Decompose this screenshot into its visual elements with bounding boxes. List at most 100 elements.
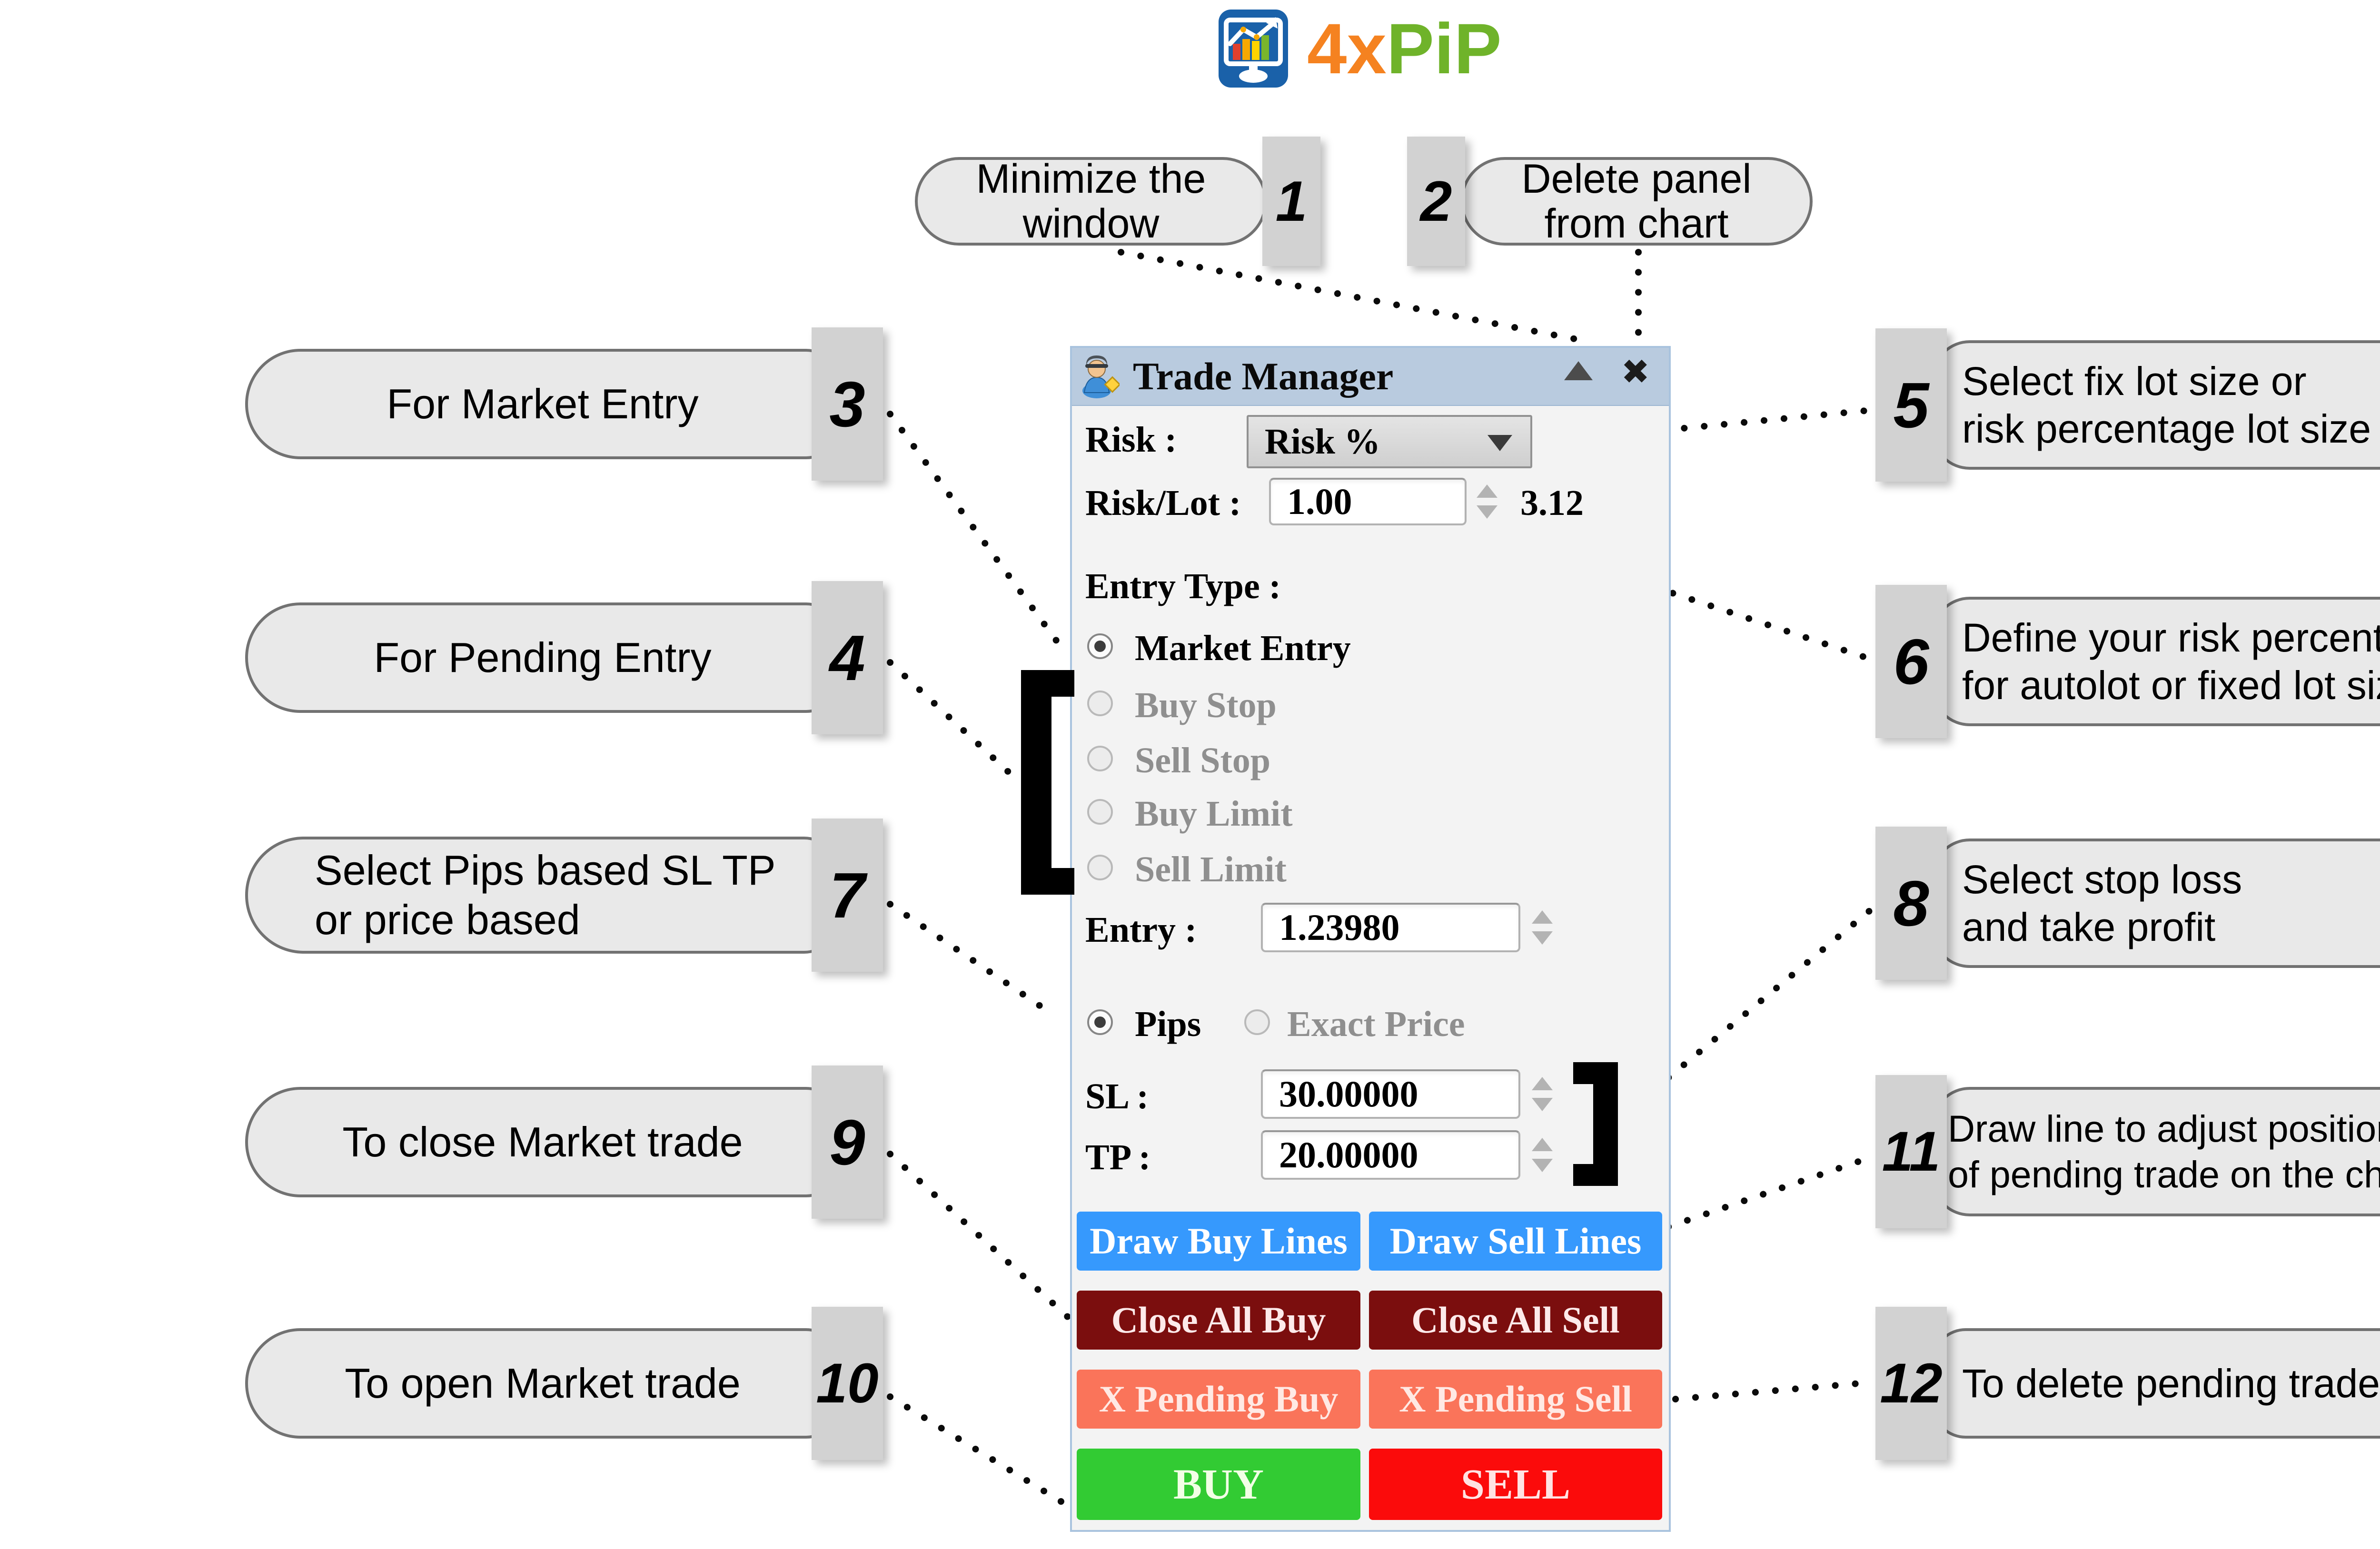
risk-mode-value: Risk %: [1265, 421, 1380, 462]
risk-lot-computed: 3.12: [1520, 483, 1584, 523]
callout-text: Delete panel: [1521, 156, 1752, 202]
radio-buy-stop[interactable]: [1087, 691, 1113, 716]
callout-text: or price based: [315, 896, 580, 943]
radio-market-entry[interactable]: [1087, 633, 1113, 659]
callout-delete-pending-pill: To delete pending trade: [1932, 1328, 2380, 1439]
callout-text: Draw line to adjust positions: [1948, 1107, 2380, 1150]
callout-number-3: 3: [812, 327, 883, 481]
trader-avatar-icon: [1082, 355, 1120, 398]
panel-title: Trade Manager: [1133, 355, 1394, 398]
connector-line-3: [887, 411, 1064, 650]
entry-stepper[interactable]: [1531, 904, 1554, 951]
callout-number-11: 11: [1875, 1075, 1947, 1228]
callout-number-7: 7: [812, 819, 883, 972]
chevron-down-icon: [1488, 435, 1512, 451]
entry-type-label: Entry Type :: [1085, 566, 1281, 606]
callout-text: from chart: [1544, 201, 1729, 247]
connector-line-4: [887, 659, 1022, 785]
close-all-sell-button[interactable]: Close All Sell: [1369, 1291, 1662, 1350]
radio-buy-limit[interactable]: [1087, 799, 1113, 825]
minimize-icon[interactable]: [1564, 361, 1593, 380]
callout-text: To delete pending trade: [1962, 1361, 2380, 1406]
close-all-buy-button[interactable]: Close All Buy: [1077, 1291, 1360, 1350]
risk-mode-dropdown[interactable]: Risk %: [1247, 415, 1532, 468]
radio-sell-limit-label: Sell Limit: [1135, 849, 1287, 889]
callout-delete-pill: Delete panel from chart: [1460, 157, 1813, 246]
tp-label: TP :: [1085, 1137, 1151, 1177]
sl-stepper[interactable]: [1531, 1070, 1554, 1118]
x-pending-sell-button[interactable]: X Pending Sell: [1369, 1370, 1662, 1429]
risk-lot-input[interactable]: [1269, 478, 1467, 525]
callout-text: and take profit: [1962, 905, 2216, 949]
callout-minimize-pill: Minimize the window: [915, 157, 1267, 246]
connector-line-7: [887, 901, 1056, 1018]
connector-line-11: [1665, 1154, 1874, 1230]
callout-text: Define your risk percentage: [1962, 615, 2380, 660]
panel-titlebar[interactable]: Trade Manager ✖: [1072, 348, 1669, 406]
callout-text: To close Market trade: [342, 1118, 743, 1165]
sell-button[interactable]: SELL: [1369, 1449, 1662, 1520]
callout-text: For Pending Entry: [374, 634, 712, 681]
sl-tp-highlight-bracket: [1573, 1062, 1618, 1186]
callout-number-5: 5: [1875, 328, 1947, 482]
callout-market-entry-pill: For Market Entry: [245, 349, 840, 459]
connector-line-10: [887, 1393, 1074, 1511]
callout-text: For Market Entry: [387, 380, 699, 427]
draw-sell-lines-button[interactable]: Draw Sell Lines: [1369, 1212, 1662, 1271]
connector-line-12: [1672, 1379, 1874, 1402]
callout-text: risk percentage lot size: [1962, 406, 2371, 451]
callout-pips-mode-pill: Select Pips based SL TP or price based: [245, 837, 840, 954]
close-icon[interactable]: ✖: [1621, 352, 1650, 392]
radio-exact-price[interactable]: [1244, 1009, 1270, 1035]
tp-input[interactable]: [1261, 1130, 1520, 1180]
callout-number-8: 8: [1875, 827, 1947, 980]
x-pending-buy-button[interactable]: X Pending Buy: [1077, 1370, 1360, 1429]
radio-buy-stop-label: Buy Stop: [1135, 685, 1277, 725]
pending-entry-highlight-bracket: [1021, 670, 1074, 895]
radio-exact-price-label: Exact Price: [1287, 1004, 1465, 1044]
risk-lot-label: Risk/Lot :: [1085, 483, 1241, 523]
radio-market-entry-label: Market Entry: [1135, 628, 1351, 668]
radio-sell-stop-label: Sell Stop: [1135, 740, 1271, 780]
risk-label: Risk :: [1085, 420, 1177, 460]
callout-close-trade-pill: To close Market trade: [245, 1087, 840, 1197]
callout-text: Select Pips based SL TP: [315, 847, 776, 894]
risk-lot-stepper[interactable]: [1476, 478, 1498, 525]
callout-lot-size-pill: Select fix lot size or risk percentage l…: [1932, 340, 2380, 470]
callout-number-1: 1: [1262, 137, 1320, 266]
callout-number-12: 12: [1875, 1307, 1947, 1460]
entry-label: Entry :: [1085, 910, 1197, 950]
callout-text: Select fix lot size or: [1962, 359, 2307, 404]
callout-number-9: 9: [812, 1066, 883, 1219]
callout-number-6: 6: [1875, 585, 1947, 738]
chart-monitor-icon: [1219, 10, 1288, 88]
callout-text: for autolot or fixed lot size: [1962, 663, 2380, 708]
radio-pips-label: Pips: [1135, 1004, 1201, 1044]
callout-draw-line-pill: Draw line to adjust positions of pending…: [1932, 1087, 2380, 1216]
radio-sell-stop[interactable]: [1087, 746, 1113, 771]
tp-stepper[interactable]: [1531, 1131, 1554, 1179]
sl-label: SL :: [1085, 1076, 1149, 1116]
radio-pips[interactable]: [1087, 1009, 1113, 1035]
callout-risk-percentage-pill: Define your risk percentage for autolot …: [1932, 597, 2380, 726]
buy-button[interactable]: BUY: [1077, 1449, 1360, 1520]
trade-manager-panel: Trade Manager ✖ Risk : Risk % Risk/Lot :…: [1070, 346, 1671, 1532]
entry-input[interactable]: [1261, 903, 1520, 952]
callout-open-trade-pill: To open Market trade: [245, 1328, 840, 1439]
callout-text: Select stop loss: [1962, 857, 2242, 902]
sl-input[interactable]: [1261, 1069, 1520, 1119]
callout-number-2: 2: [1407, 137, 1465, 266]
brand-name: 4xPiP: [1307, 10, 1502, 88]
brand-name-4x: 4x: [1307, 9, 1387, 89]
callout-sl-tp-pill: Select stop loss and take profit: [1932, 839, 2380, 968]
radio-sell-limit[interactable]: [1087, 855, 1113, 880]
radio-buy-limit-label: Buy Limit: [1135, 794, 1293, 834]
callout-text: Minimize the: [976, 156, 1206, 202]
brand-logo: 4xPiP: [1219, 10, 1502, 88]
callout-text: of pending trade on the chart: [1948, 1153, 2380, 1195]
brand-name-pip: PiP: [1386, 9, 1502, 89]
callout-text: window: [1022, 201, 1160, 247]
callout-number-4: 4: [812, 581, 883, 734]
draw-buy-lines-button[interactable]: Draw Buy Lines: [1077, 1212, 1360, 1271]
